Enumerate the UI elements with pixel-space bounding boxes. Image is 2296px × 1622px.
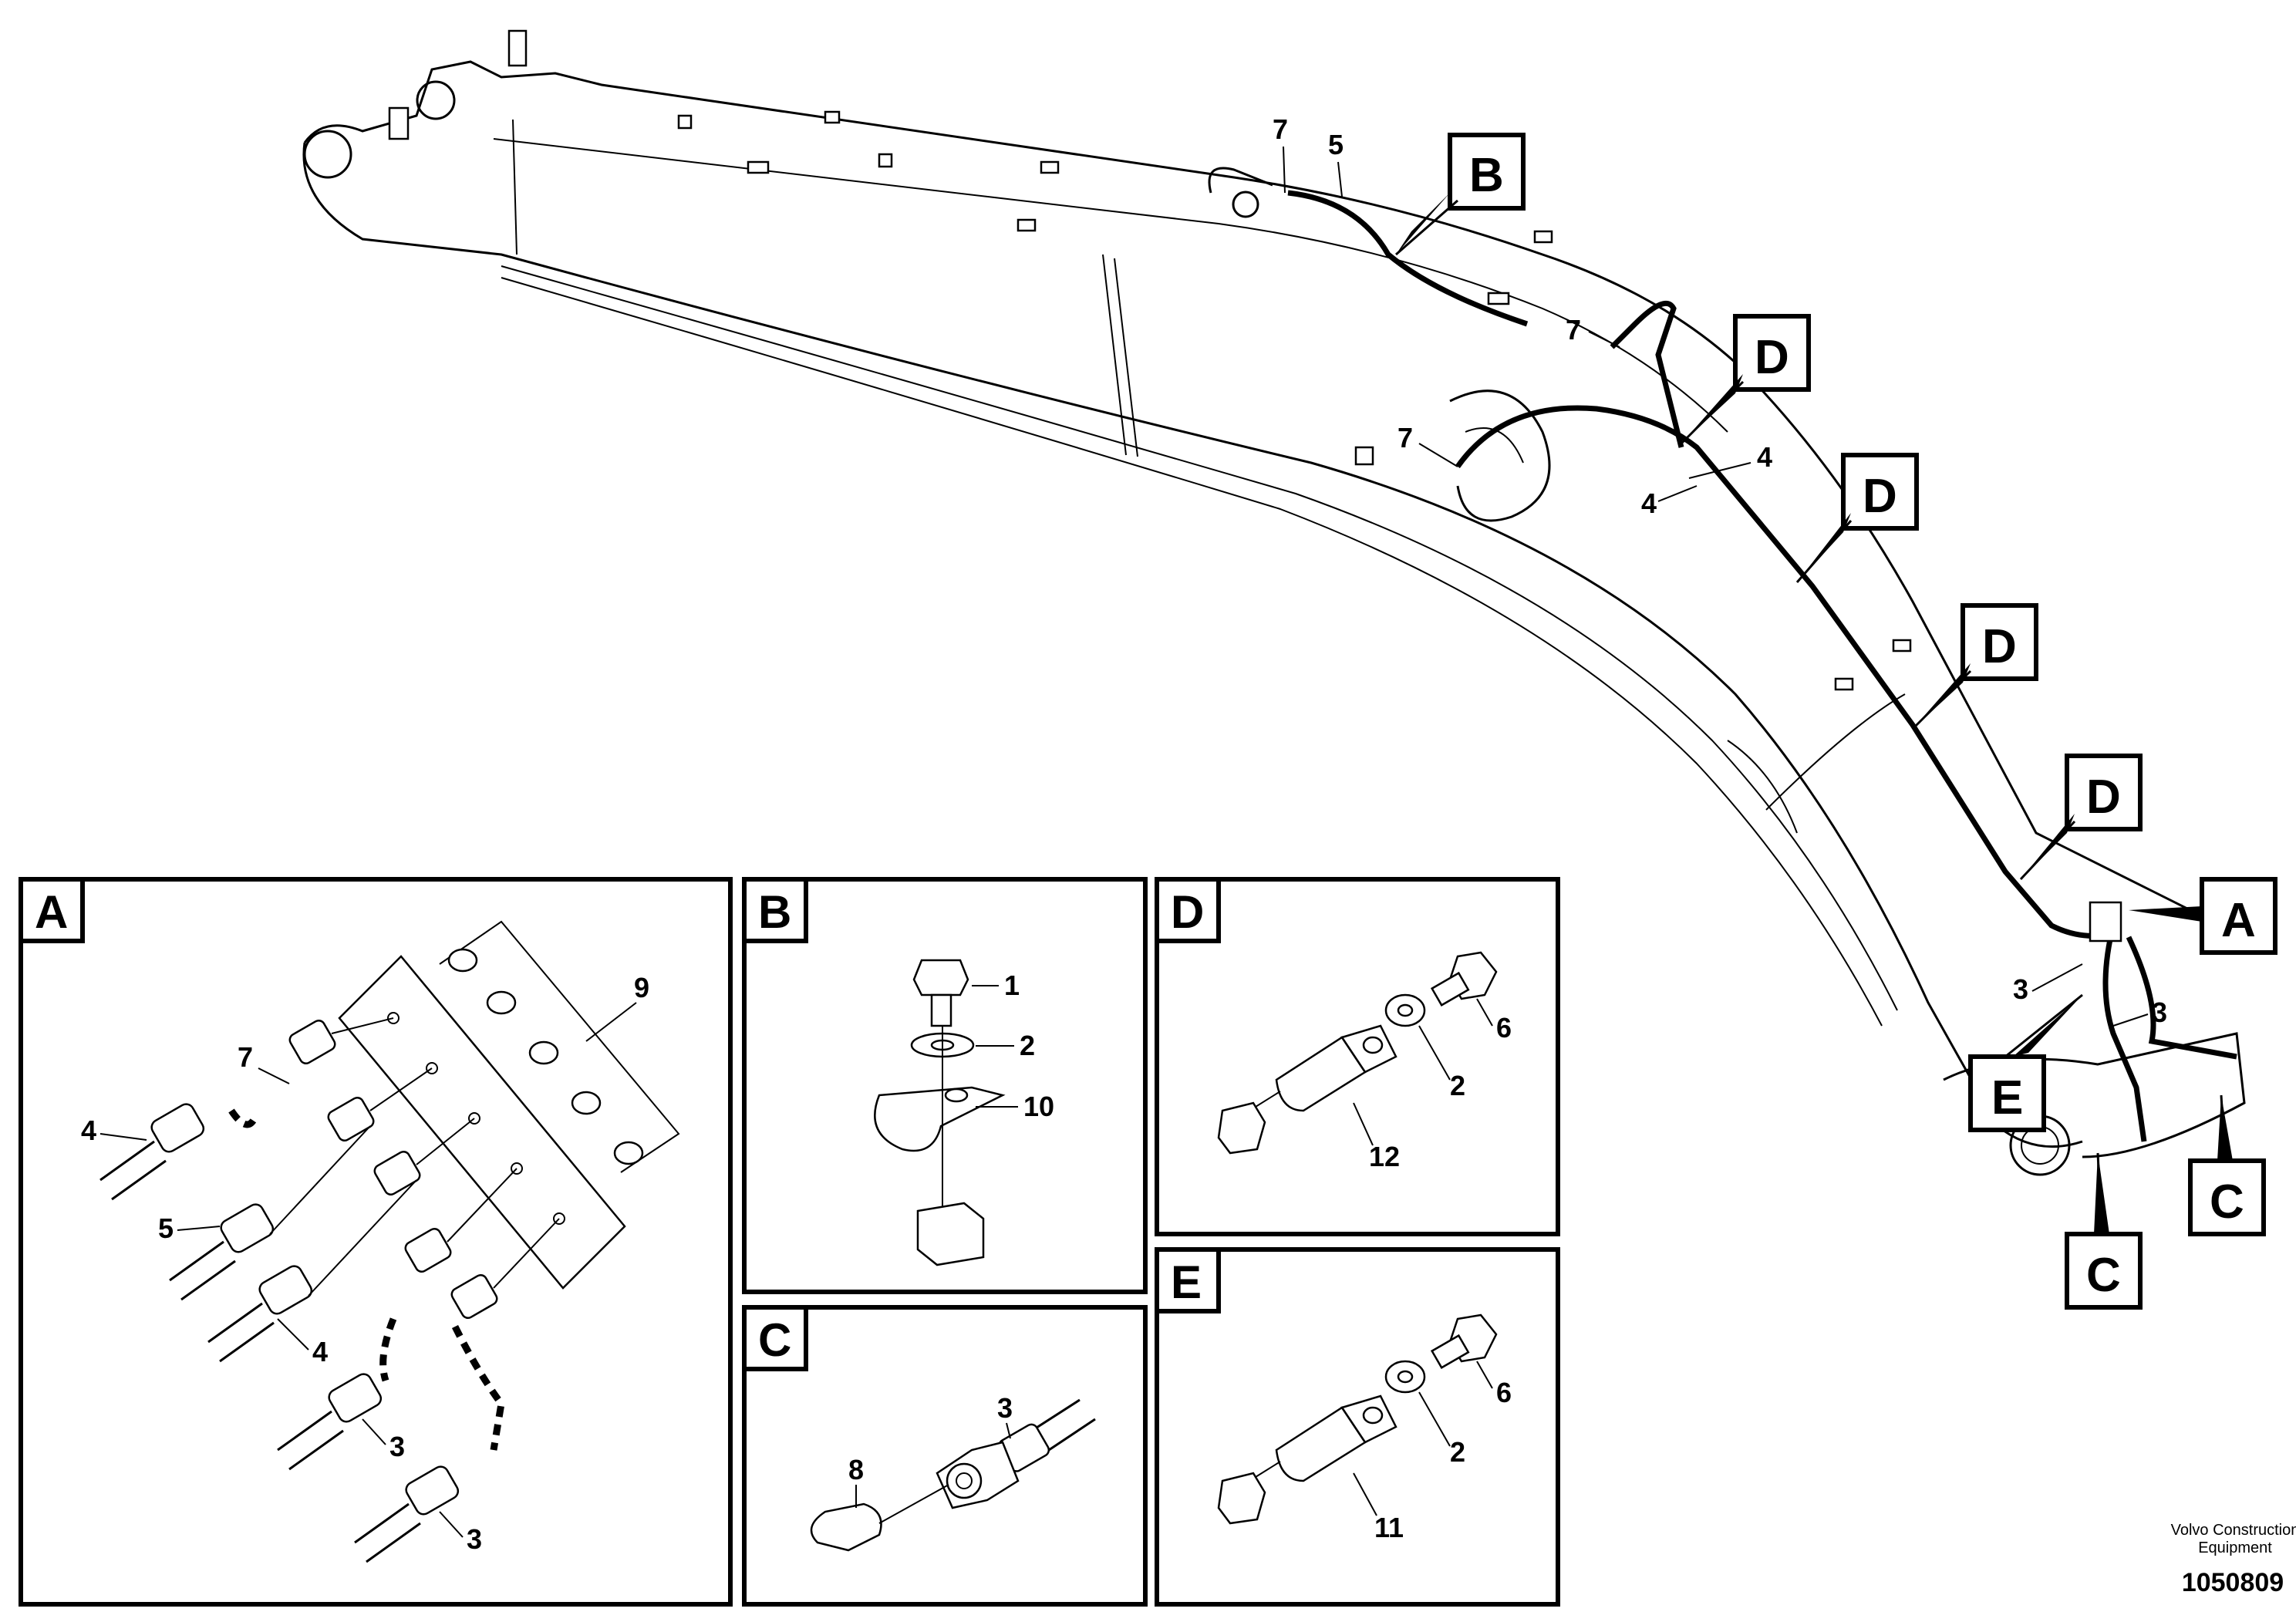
brand-line-1: Volvo Construction [2171, 1522, 2296, 1539]
callout-letter-D: D [2086, 771, 2121, 824]
panel-label-E: E [1171, 1256, 1202, 1308]
panel-A-number-9: 9 [634, 972, 649, 1003]
callout-C-bottom: C [2065, 1152, 2143, 1310]
panel-A-number-7: 7 [238, 1041, 253, 1073]
panel-A-number-3: 3 [467, 1523, 482, 1555]
detail-panel-A: A [19, 877, 733, 1607]
detail-panel-C: C 3 8 [742, 1305, 1148, 1607]
callout-letter-D: D [1982, 620, 2017, 673]
callout-D-2: D [1795, 453, 1919, 583]
callout-letter-C: C [2210, 1175, 2244, 1229]
detail-panel-E: E 6 2 11 [1155, 1247, 1560, 1607]
main-number-4: 4 [1641, 487, 1657, 519]
callout-C-right: C [2188, 1094, 2266, 1236]
panel-D-number-2: 2 [1450, 1070, 1465, 1101]
panel-E-number-2: 2 [1450, 1436, 1465, 1468]
callout-letter-A: A [2221, 894, 2256, 947]
main-number-7: 7 [1566, 314, 1581, 346]
main-part-numbers: 7 5 7 7 4 4 3 3 [1273, 113, 2167, 1028]
panel-label-C: C [758, 1314, 791, 1366]
panel-A-number-3: 3 [389, 1431, 405, 1462]
callout-D-1: D [1680, 314, 1811, 445]
detail-panel-B: B 1 2 10 [742, 877, 1148, 1294]
panel-B-number-10: 10 [1023, 1091, 1054, 1122]
drawing-number: 1050809 [2182, 1568, 2284, 1597]
callout-D-4: D [2019, 754, 2143, 881]
callout-D-3: D [1911, 603, 2038, 730]
hose-routing [1287, 190, 2237, 1142]
panel-D-number-6: 6 [1496, 1012, 1512, 1044]
main-number-7: 7 [1397, 422, 1413, 454]
detail-panel-D: D 6 2 12 [1155, 877, 1560, 1236]
panel-B-number-1: 1 [1004, 969, 1020, 1001]
brand-line-2: Equipment [2198, 1539, 2272, 1556]
panel-C-number-3: 3 [997, 1392, 1013, 1424]
panel-A-number-5: 5 [158, 1212, 174, 1244]
main-number-4: 4 [1757, 441, 1772, 473]
callout-letter-B: B [1469, 149, 1504, 202]
main-number-5: 5 [1328, 129, 1344, 160]
panel-B-number-2: 2 [1020, 1030, 1035, 1061]
panel-label-D: D [1171, 886, 1204, 938]
main-number-3: 3 [2013, 973, 2028, 1005]
panel-label-A: A [35, 886, 68, 938]
callout-B: B [1395, 133, 1526, 256]
panel-E-number-11: 11 [1374, 1512, 1404, 1543]
footer: Volvo Construction Equipment 1050809 [2171, 1522, 2296, 1597]
callout-letter-C: C [2086, 1249, 2121, 1302]
panel-A-number-4: 4 [81, 1114, 96, 1146]
callout-E-main: E [1968, 993, 2083, 1132]
panel-C-number-8: 8 [848, 1454, 864, 1485]
panel-D-number-12: 12 [1369, 1141, 1400, 1172]
main-number-7: 7 [1273, 113, 1288, 145]
boom-drawing [302, 29, 2246, 1176]
callout-letter-D: D [1755, 331, 1789, 384]
callout-letter-E: E [1991, 1071, 2023, 1125]
main-number-3: 3 [2152, 996, 2167, 1028]
callout-letter-D: D [1863, 470, 1897, 523]
panel-A-number-4: 4 [312, 1336, 328, 1367]
panel-label-B: B [758, 886, 791, 938]
panel-E-number-6: 6 [1496, 1377, 1512, 1408]
callout-A-main: A [2129, 877, 2277, 955]
